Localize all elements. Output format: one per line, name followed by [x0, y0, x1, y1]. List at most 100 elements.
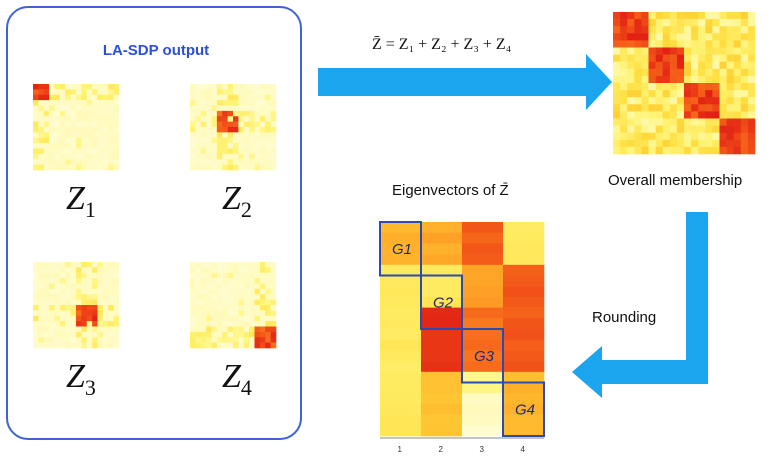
heat-cell [270, 288, 277, 295]
heat-cell [669, 139, 678, 148]
heat-cell [243, 342, 250, 349]
heat-cell [70, 283, 77, 290]
heat-cell [97, 305, 104, 311]
heat-cell [684, 104, 692, 112]
heat-cell [195, 148, 202, 155]
heat-cell [206, 331, 212, 338]
heat-cell [655, 12, 663, 20]
heat-cell [627, 47, 635, 55]
heat-cell [620, 75, 628, 84]
heat-cell [249, 342, 255, 349]
heat-cell [70, 331, 77, 338]
heat-cell [195, 153, 202, 160]
heat-cell [669, 54, 678, 62]
heat-cell [227, 294, 234, 300]
heat-cell [641, 19, 649, 27]
heat-cell [54, 159, 61, 165]
heat-cell [222, 89, 228, 96]
heat-cell [698, 139, 706, 148]
heat-cell [86, 116, 93, 122]
heat-cell [270, 143, 277, 149]
heat-cell [38, 310, 45, 317]
heat-cell [86, 310, 93, 317]
heat-cell [698, 12, 706, 20]
heat-cell [265, 299, 271, 306]
heat-cell [719, 68, 727, 77]
heat-cell [222, 132, 228, 139]
heat-cell [648, 111, 656, 119]
heat-cell [233, 100, 239, 106]
heat-cell [190, 315, 196, 322]
heat-cell [190, 127, 196, 133]
heat-cell [70, 84, 77, 90]
heat-cell [81, 272, 88, 279]
heat-cell [92, 105, 98, 112]
heat-cell [712, 12, 720, 20]
heat-cell [65, 294, 71, 300]
heat-cell [662, 26, 671, 34]
heat-cell [726, 75, 734, 84]
heat-cell [195, 337, 202, 343]
heat-cell [200, 148, 207, 155]
heat-cell [70, 148, 77, 155]
heat-cell [462, 414, 504, 426]
heat-cell [662, 61, 671, 70]
heat-cell [108, 127, 114, 133]
heat-cell [249, 267, 255, 274]
heat-cell [43, 164, 50, 171]
heat-cell [641, 40, 649, 48]
heat-cell [59, 262, 66, 268]
heat-cell [462, 232, 504, 244]
heat-cell [49, 278, 55, 284]
heat-cell [49, 105, 55, 112]
heat-cell [200, 110, 207, 117]
heat-cell [43, 100, 50, 106]
heat-cell [705, 40, 713, 48]
heat-cell [747, 118, 756, 126]
heat-cell [627, 12, 635, 20]
heat-cell [97, 153, 104, 160]
heat-cell [206, 305, 212, 311]
heat-cell [108, 84, 114, 90]
heat-cell [243, 321, 250, 327]
heat-cell [190, 121, 196, 128]
heat-cell [65, 278, 71, 284]
heat-cell [238, 164, 245, 171]
heat-cell [227, 127, 234, 133]
heat-cell [238, 337, 245, 343]
heat-cell [216, 143, 223, 149]
heat-cell [233, 84, 239, 90]
heat-cell [726, 146, 734, 155]
heat-cell [691, 19, 699, 27]
heat-cell [238, 299, 245, 306]
heat-cell [740, 90, 749, 98]
heat-cell [705, 118, 713, 126]
heat-cell [233, 342, 239, 349]
heat-cell [222, 305, 228, 311]
heat-cell [733, 132, 742, 141]
heat-cell [108, 283, 114, 290]
heat-cell [76, 315, 82, 322]
heat-cell [259, 267, 266, 274]
heat-cell [662, 40, 671, 48]
heat-cell [86, 148, 93, 155]
heat-cell [243, 127, 250, 133]
heat-cell [86, 143, 93, 149]
heat-cell [265, 143, 271, 149]
heat-cell [655, 40, 663, 48]
heat-cell [249, 132, 255, 139]
heat-cell [92, 84, 98, 90]
heat-cell [86, 299, 93, 306]
heat-cell [86, 127, 93, 133]
heat-cell [190, 159, 196, 165]
heat-cell [222, 100, 228, 106]
heat-cell [712, 97, 720, 105]
heat-cell [206, 153, 212, 160]
heat-cell [684, 118, 692, 126]
heat-cell [270, 164, 277, 171]
heat-cell [211, 116, 218, 122]
heat-cell [108, 331, 114, 338]
heat-cell [43, 267, 50, 274]
heat-cell [33, 148, 39, 155]
heat-cell [216, 105, 223, 112]
